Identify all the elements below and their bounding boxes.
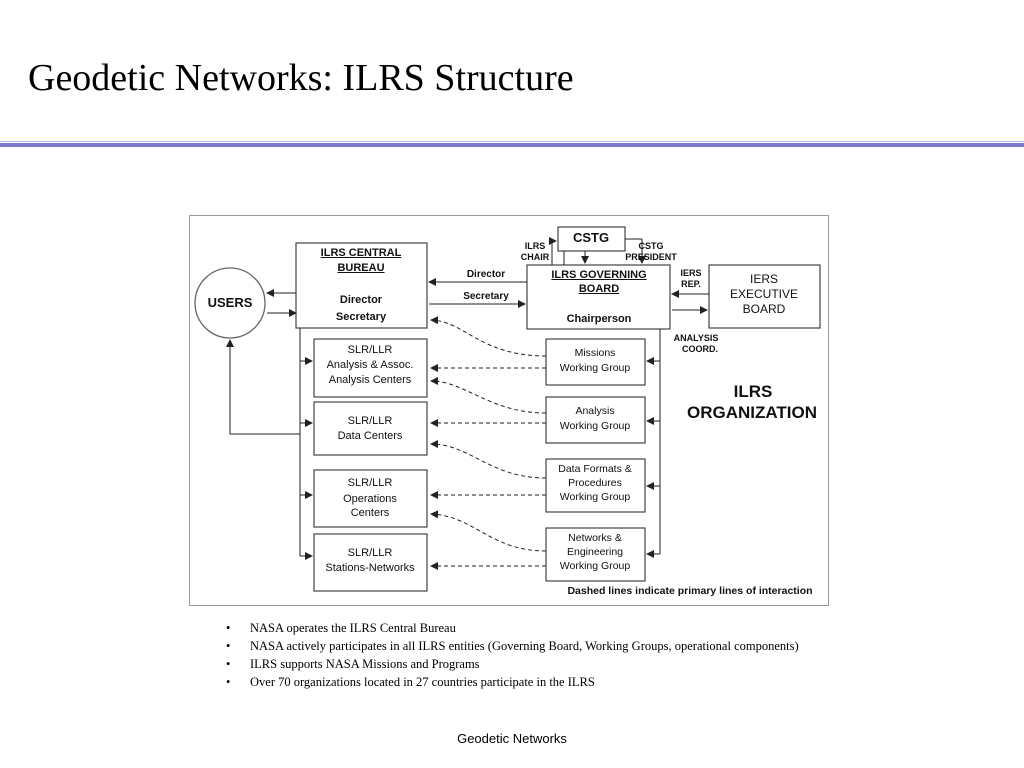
analysis-coord-2: COORD.: [682, 344, 718, 354]
iers-rep-2: REP.: [681, 279, 701, 289]
governing-board-chair: Chairperson: [566, 313, 632, 325]
central-bureau-title-1: ILRS CENTRAL: [320, 247, 402, 259]
stations-networks-1: SLR/LLR: [347, 547, 393, 559]
analysis-wg-box: [545, 396, 646, 444]
ilrs-chair-1: ILRS: [524, 241, 546, 251]
diagram-note: Dashed lines indicate primary lines of i…: [567, 585, 813, 597]
networks-wg-2: Engineering: [566, 546, 624, 558]
iers-rep-1: IERS: [680, 268, 702, 278]
organization-title-2: ORGANIZATION: [686, 403, 818, 422]
iers-board-box: [708, 264, 821, 329]
bullet-item: Over 70 organizations located in 27 coun…: [224, 674, 824, 690]
networks-wg-3: Working Group: [559, 560, 631, 572]
analysis-coord-1: ANALYSIS: [673, 333, 719, 343]
analysis-wg-1: Analysis: [575, 405, 615, 417]
governing-board-title-1: ILRS GOVERNING: [551, 269, 647, 281]
title-rule-thick: [0, 143, 1024, 147]
networks-wg-1: Networks &: [568, 532, 622, 544]
bullet-item: ILRS supports NASA Missions and Programs: [224, 656, 824, 672]
analysis-wg-2: Working Group: [559, 420, 631, 432]
data-centers-2: Data Centers: [337, 430, 403, 442]
central-bureau-box: [295, 242, 428, 329]
iers-board-2: EXECUTIVE: [729, 287, 799, 301]
ilrs-organization-diagram: USERS ILRS CENTRAL BUREAU Director Secre…: [189, 215, 829, 606]
missions-wg-2: Working Group: [559, 362, 631, 374]
users-circle: [194, 267, 266, 339]
central-bureau-director: Director: [339, 294, 383, 306]
operations-centers-2: Operations: [343, 493, 397, 505]
governing-board-box: [526, 264, 671, 330]
slide-title: Geodetic Networks: ILRS Structure: [28, 57, 574, 99]
central-bureau-title-2: BUREAU: [337, 262, 385, 274]
title-rule-thin: [0, 141, 1024, 142]
bullet-item: NASA actively participates in all ILRS e…: [224, 638, 824, 654]
operations-centers-1: SLR/LLR: [347, 477, 393, 489]
users-label: USERS: [207, 295, 253, 310]
solid-connectors: [226, 237, 709, 560]
governing-board-title-2: BOARD: [578, 283, 620, 295]
analysis-centers-1: SLR/LLR: [347, 344, 393, 356]
slide-footer: Geodetic Networks: [457, 731, 567, 746]
data-centers-1: SLR/LLR: [347, 415, 393, 427]
data-formats-wg-3: Working Group: [559, 491, 631, 503]
operations-centers-box: [313, 469, 428, 528]
data-formats-wg-2: Procedures: [568, 477, 622, 489]
organization-title-1: ILRS: [733, 382, 773, 401]
analysis-centers-2: Analysis & Assoc.: [326, 359, 414, 371]
data-centers-box: [313, 401, 428, 456]
bullet-item: NASA operates the ILRS Central Bureau: [224, 620, 824, 636]
stations-networks-box: [313, 533, 428, 592]
cstg-president-2: PRESIDENT: [625, 252, 677, 262]
operations-centers-3: Centers: [350, 507, 390, 519]
cstg-box: [557, 226, 626, 252]
missions-wg-1: Missions: [574, 347, 616, 359]
central-bureau-secretary: Secretary: [335, 311, 387, 323]
iers-board-1: IERS: [749, 272, 779, 286]
secretary-arrow-label: Secretary: [463, 291, 509, 302]
stations-networks-2: Stations-Networks: [325, 562, 415, 574]
bullet-list: NASA operates the ILRS Central Bureau NA…: [224, 620, 824, 692]
data-formats-wg-1: Data Formats &: [558, 463, 632, 475]
director-arrow-label: Director: [466, 269, 506, 280]
missions-wg-box: [545, 338, 646, 386]
networks-wg-box: [545, 527, 646, 582]
analysis-centers-3: Analysis Centers: [328, 374, 412, 386]
data-formats-wg-box: [545, 458, 646, 513]
cstg-president-1: CSTG: [638, 241, 664, 251]
iers-board-3: BOARD: [742, 302, 786, 316]
cstg-label: CSTG: [572, 230, 610, 245]
analysis-centers-box: [313, 338, 428, 398]
ilrs-chair-2: CHAIR: [520, 252, 550, 262]
dashed-interaction-lines: [430, 316, 547, 570]
